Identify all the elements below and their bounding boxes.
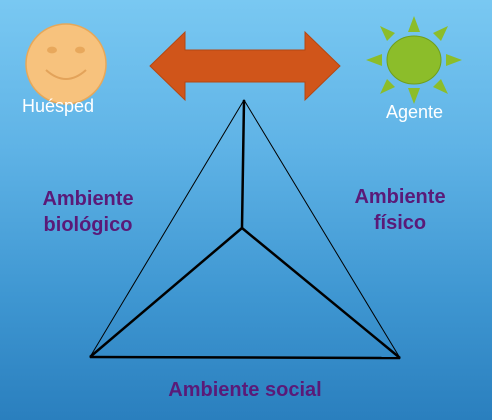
double-arrow-icon: [149, 30, 341, 102]
host-label: Huésped: [22, 96, 95, 116]
sun-icon: [366, 16, 462, 104]
smiley-face-icon: [25, 23, 107, 105]
biological-environment-line-1: Ambiente: [42, 188, 134, 210]
physical-environment-line-1: Ambiente: [354, 186, 446, 208]
physical-environment-line-2: físico: [373, 212, 427, 234]
triangle-inner-lines: [89, 99, 401, 360]
physical-environment-label: Ambiente físico: [340, 184, 460, 236]
biological-environment-line-2: biológico: [43, 214, 133, 236]
biological-environment-label: Ambiente biológico: [28, 186, 148, 238]
agent-label: Agente: [386, 102, 444, 122]
social-environment-label: Ambiente social: [168, 379, 322, 401]
